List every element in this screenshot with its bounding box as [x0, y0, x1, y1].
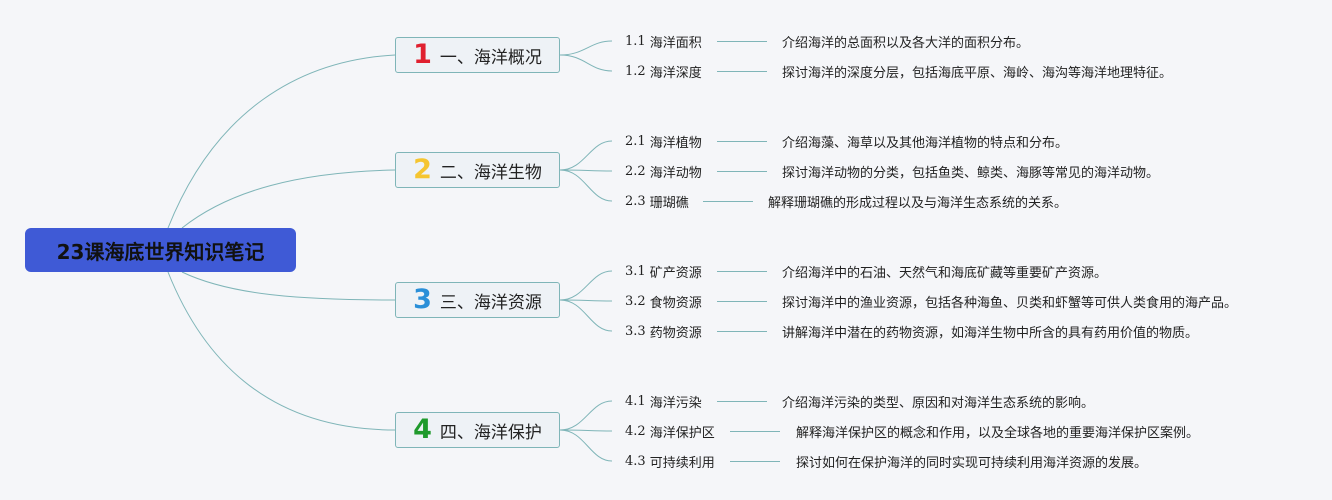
note-4-1: 介绍海洋污染的类型、原因和对海洋生态系统的影响。: [782, 395, 1095, 411]
branch-topic-label: 一、海洋概况: [439, 47, 542, 68]
number-1-icon: 1: [413, 38, 432, 70]
number-2-icon: 2: [413, 153, 432, 185]
subtopic-2-1[interactable]: 2.1 海洋植物: [625, 131, 702, 151]
branch-4-to-leaf-2-line: [559, 429, 613, 432]
note-3-3: 讲解海洋中潜在的药物资源，如海洋生物中所含的具有药用价值的物质。: [782, 325, 1199, 341]
branch-4-to-leaf-3-line: [559, 429, 613, 462]
root-topic[interactable]: 23课海底世界知识笔记: [25, 228, 296, 272]
subtopic-4-3[interactable]: 4.3 可持续利用: [625, 451, 715, 471]
subtopic-4-2[interactable]: 4.2 海洋保护区: [625, 421, 715, 441]
leaf-connector: [703, 201, 753, 202]
subtopic-title: 海洋保护区: [649, 425, 715, 441]
subtopic-3-1[interactable]: 3.1 矿产资源: [625, 261, 702, 281]
branch-topic-1[interactable]: 1 一、海洋概况: [395, 37, 560, 73]
branch-4-to-leaf-1-line: [559, 400, 613, 431]
branch-3-to-leaf-3-line: [559, 299, 613, 332]
note-2-1: 介绍海藻、海草以及其他海洋植物的特点和分布。: [782, 135, 1069, 151]
note-4-2: 解释海洋保护区的概念和作用，以及全球各地的重要海洋保护区案例。: [796, 425, 1200, 441]
subtopic-title: 海洋深度: [649, 65, 702, 81]
leaf-connector: [717, 331, 767, 332]
branch-topic-4[interactable]: 4 四、海洋保护: [395, 412, 560, 448]
subtopic-2-3[interactable]: 2.3 珊瑚礁: [625, 191, 689, 211]
branch-2-to-leaf-3-line: [559, 169, 613, 202]
note-1-1: 介绍海洋的总面积以及各大洋的面积分布。: [782, 35, 1030, 51]
leaf-connector: [717, 41, 767, 42]
subtopic-1-2[interactable]: 1.2 海洋深度: [625, 61, 702, 81]
subtopic-number: 3.1: [625, 263, 646, 279]
subtopic-title: 海洋动物: [649, 165, 702, 181]
subtopic-title: 矿产资源: [649, 265, 702, 281]
leaf-connector: [717, 271, 767, 272]
subtopic-3-3[interactable]: 3.3 药物资源: [625, 321, 702, 341]
note-3-2: 探讨海洋中的渔业资源，包括各种海鱼、贝类和虾蟹等可供人类食用的海产品。: [782, 295, 1238, 311]
number-3-icon: 3: [413, 283, 432, 315]
subtopic-1-1[interactable]: 1.1 海洋面积: [625, 31, 702, 51]
subtopic-title: 药物资源: [649, 325, 702, 341]
leaf-connector: [717, 171, 767, 172]
subtopic-2-2[interactable]: 2.2 海洋动物: [625, 161, 702, 181]
leaf-connector: [717, 141, 767, 142]
root-to-branch-2-line: [181, 169, 396, 229]
root-topic-title: 23课海底世界知识笔记: [56, 239, 265, 264]
subtopic-number: 4.2: [625, 423, 646, 439]
subtopic-number: 4.1: [625, 393, 646, 409]
branch-2-to-leaf-1-line: [559, 140, 613, 171]
subtopic-title: 可持续利用: [649, 455, 715, 471]
leaf-connector: [730, 431, 780, 432]
subtopic-number: 3.2: [625, 293, 646, 309]
leaf-connector: [730, 461, 780, 462]
branch-3-to-leaf-1-line: [559, 270, 613, 301]
subtopic-number: 4.3: [625, 453, 646, 469]
leaf-connector: [717, 301, 767, 302]
subtopic-number: 1.1: [625, 33, 646, 49]
note-2-2: 探讨海洋动物的分类，包括鱼类、鲸类、海豚等常见的海洋动物。: [782, 165, 1160, 181]
note-2-3: 解释珊瑚礁的形成过程以及与海洋生态系统的关系。: [768, 195, 1068, 211]
branch-topic-label: 三、海洋资源: [439, 292, 542, 313]
branch-topic-label: 二、海洋生物: [439, 162, 542, 183]
branch-1-to-leaf-2-line: [559, 54, 613, 72]
subtopic-title: 海洋植物: [649, 135, 702, 151]
branch-2-to-leaf-2-line: [559, 169, 613, 172]
leaf-connector: [717, 71, 767, 72]
subtopic-number: 1.2: [625, 63, 646, 79]
subtopic-number: 2.3: [625, 193, 646, 209]
branch-3-to-leaf-2-line: [559, 299, 613, 302]
subtopic-title: 珊瑚礁: [649, 195, 689, 211]
note-1-2: 探讨海洋的深度分层，包括海底平原、海岭、海沟等海洋地理特征。: [782, 65, 1173, 81]
subtopic-number: 2.1: [625, 133, 646, 149]
branch-1-to-leaf-1-line: [559, 40, 613, 56]
subtopic-3-2[interactable]: 3.2 食物资源: [625, 291, 702, 311]
branch-topic-3[interactable]: 3 三、海洋资源: [395, 282, 560, 318]
root-to-branch-1-line: [167, 54, 396, 229]
note-4-3: 探讨如何在保护海洋的同时实现可持续利用海洋资源的发展。: [796, 455, 1148, 471]
root-to-branch-3-line: [181, 271, 396, 301]
branch-topic-2[interactable]: 2 二、海洋生物: [395, 152, 560, 188]
subtopic-title: 食物资源: [649, 295, 702, 311]
note-3-1: 介绍海洋中的石油、天然气和海底矿藏等重要矿产资源。: [782, 265, 1108, 281]
number-4-icon: 4: [413, 413, 432, 445]
subtopic-number: 2.2: [625, 163, 646, 179]
root-to-branch-4-line: [167, 271, 396, 431]
leaf-connector: [717, 401, 767, 402]
branch-topic-label: 四、海洋保护: [439, 422, 542, 443]
subtopic-title: 海洋污染: [649, 395, 702, 411]
subtopic-number: 3.3: [625, 323, 646, 339]
subtopic-title: 海洋面积: [649, 35, 702, 51]
subtopic-4-1[interactable]: 4.1 海洋污染: [625, 391, 702, 411]
